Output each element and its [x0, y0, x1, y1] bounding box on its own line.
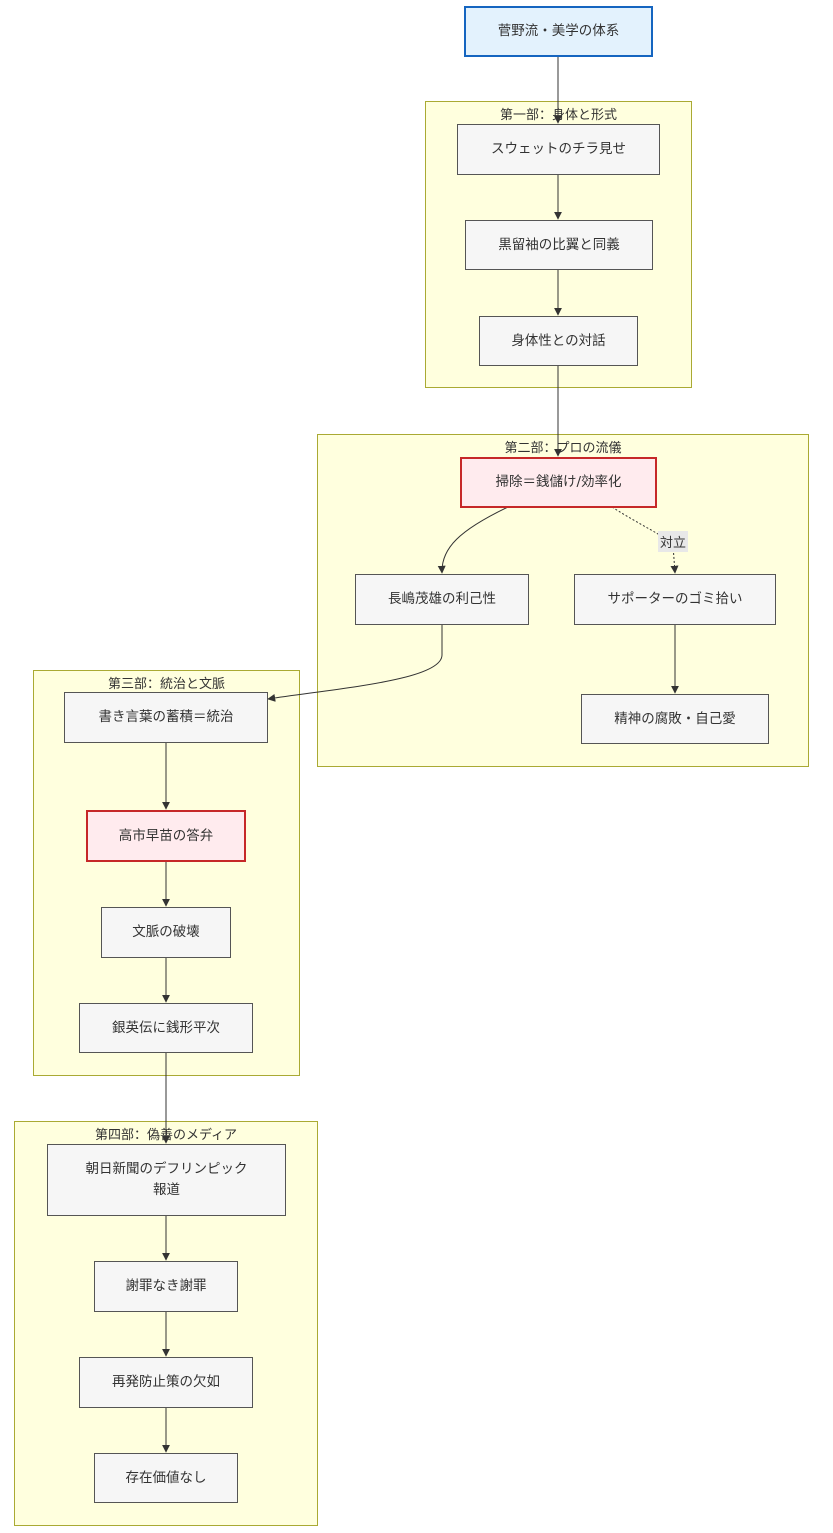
- edge-nagashima-to-kakikotoba: [267, 625, 443, 702]
- cluster-title-part2: 第二部：プロの流儀: [504, 441, 622, 456]
- node-shazai: 謝罪なき謝罪: [94, 1261, 238, 1312]
- node-sweat-label: スウェットのチラ見せ: [491, 141, 626, 157]
- node-sonzai-label: 存在価値なし: [125, 1469, 207, 1486]
- node-supporter: サポーターのゴミ拾い: [574, 574, 776, 625]
- node-shintaisei: 身体性との対話: [479, 316, 638, 366]
- root-node: 菅野流・美学の体系: [464, 6, 653, 57]
- edge-label-tairitsu: 対立: [658, 531, 689, 552]
- node-bunmyaku: 文脈の破壊: [101, 907, 231, 958]
- node-sonzai: 存在価値なし: [94, 1453, 238, 1503]
- node-saihatsu-label: 再発防止策の欠如: [112, 1374, 220, 1390]
- node-asahi: 朝日新聞のデフリンピック 報道: [47, 1144, 286, 1216]
- node-shazai-label: 謝罪なき謝罪: [125, 1278, 207, 1294]
- node-ginei-label: 銀英伝に銭形平次: [112, 1019, 220, 1036]
- node-takaichi: 高市早苗の答弁: [86, 810, 246, 862]
- node-kurotomesode: 黒留袖の比翼と同義: [465, 220, 653, 270]
- node-nagashima-label: 長嶋茂雄の利己性: [388, 591, 496, 607]
- node-nagashima: 長嶋茂雄の利己性: [355, 574, 529, 625]
- cluster-title-part3: 第三部：統治と文脈: [107, 677, 225, 692]
- node-seishin-label: 精神の腐敗・自己愛: [614, 710, 736, 727]
- node-seishin: 精神の腐敗・自己愛: [581, 694, 769, 744]
- node-saihatsu: 再発防止策の欠如: [79, 1357, 253, 1408]
- node-takaichi-label: 高市早苗の答弁: [118, 827, 214, 844]
- node-sweat: スウェットのチラ見せ: [457, 124, 660, 175]
- root-label: 菅野流・美学の体系: [497, 23, 620, 39]
- node-bunmyaku-label: 文脈の破壊: [132, 924, 200, 940]
- node-souji: 掃除＝銭儲け/効率化: [460, 457, 657, 508]
- edge-souji-to-nagashima: [437, 506, 509, 574]
- node-shintaisei-label: 身体性との対話: [511, 332, 606, 349]
- node-asahi-label: 朝日新聞のデフリンピック 報道: [85, 1161, 248, 1198]
- node-kakikotoba-label: 書き言葉の蓄積＝統治: [98, 709, 234, 725]
- node-souji-label: 掃除＝銭儲け/効率化: [495, 474, 622, 490]
- node-ginei: 銀英伝に銭形平次: [79, 1003, 253, 1053]
- node-supporter-label: サポーターのゴミ拾い: [607, 591, 743, 607]
- node-kakikotoba: 書き言葉の蓄積＝統治: [64, 692, 268, 743]
- node-kurotomesode-label: 黒留袖の比翼と同義: [498, 236, 620, 253]
